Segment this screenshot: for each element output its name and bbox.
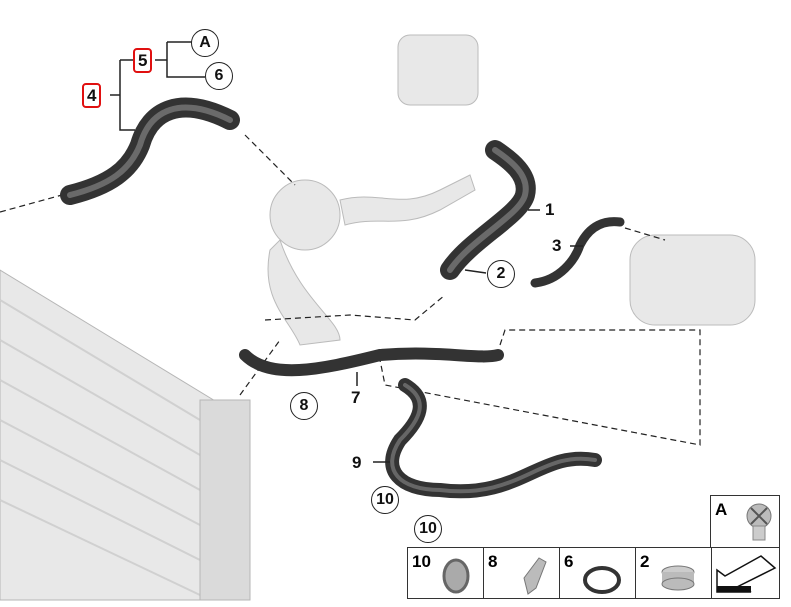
hose-clamp-icon — [442, 558, 470, 594]
legend-cell-8: 8 — [483, 547, 561, 599]
callout-3[interactable]: 3 — [552, 236, 562, 255]
callout-4[interactable]: 4 — [82, 83, 102, 108]
callout-A[interactable]: A — [191, 29, 219, 57]
legend-label: 10 — [412, 552, 431, 571]
clamp-icon — [661, 565, 695, 591]
legend-cell-2: 2 — [635, 547, 712, 599]
legend-label: 8 — [488, 552, 498, 571]
hoses — [60, 97, 625, 499]
legend-label: A — [715, 500, 728, 519]
legend-cell-6: 6 — [559, 547, 637, 599]
o-ring-icon — [583, 566, 621, 594]
legend-cell-10: 10 — [407, 547, 485, 599]
bleed-screw-icon — [746, 503, 772, 541]
radiator — [0, 269, 251, 601]
callout-7[interactable]: 7 — [351, 388, 361, 407]
legend-cell-arrow — [710, 547, 780, 599]
callout-2[interactable]: 2 — [487, 260, 515, 288]
callout-5[interactable]: 5 — [133, 48, 153, 73]
callout-1[interactable]: 1 — [545, 200, 555, 219]
bracket-icon — [523, 557, 547, 595]
water-pump — [267, 34, 756, 346]
legend-cell-A: A — [710, 495, 780, 549]
arrow-icon — [716, 555, 777, 593]
legend-label: 2 — [640, 552, 650, 571]
callout-9[interactable]: 9 — [352, 453, 362, 472]
callout-6[interactable]: 6 — [205, 62, 233, 90]
callout-10-upper[interactable]: 10 — [371, 486, 399, 514]
callout-8[interactable]: 8 — [290, 392, 318, 420]
callout-10-lower[interactable]: 10 — [414, 515, 442, 543]
legend-label: 6 — [564, 552, 574, 571]
